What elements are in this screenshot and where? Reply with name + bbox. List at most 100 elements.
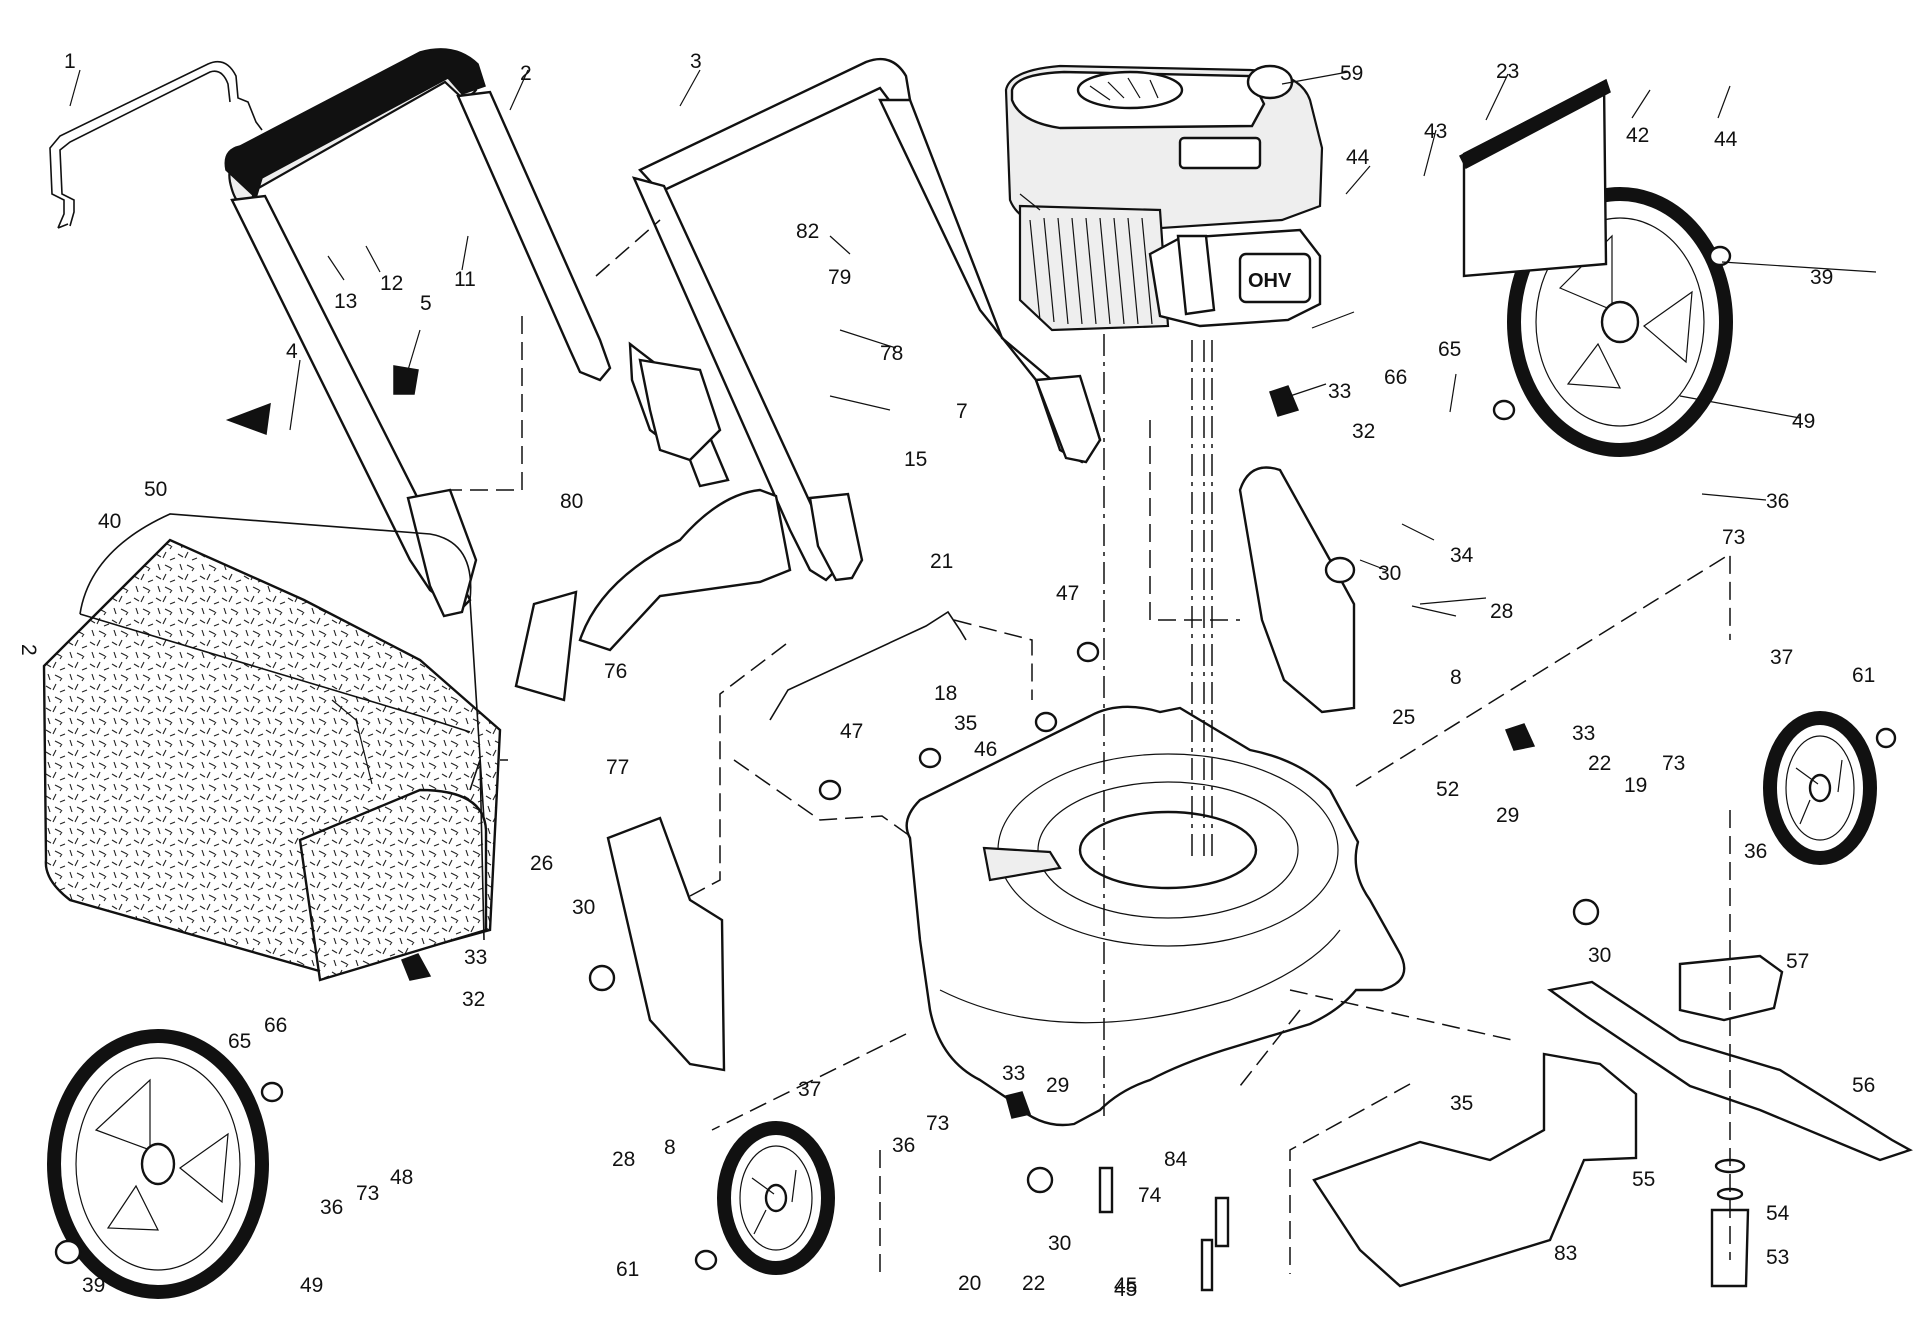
label-28: 28	[612, 1148, 635, 1171]
label-13: 13	[334, 290, 357, 313]
label-5: 5	[420, 292, 432, 315]
label-32: 32	[462, 988, 485, 1011]
label-49: 49	[300, 1274, 323, 1297]
label-77: 77	[606, 756, 629, 779]
label-8: 8	[664, 1136, 676, 1159]
label-54: 54	[1766, 1202, 1790, 1225]
label-65: 65	[1438, 338, 1461, 361]
label-61: 61	[1852, 664, 1875, 687]
label-44: 44	[1346, 146, 1370, 169]
label-1: 1	[64, 50, 76, 73]
label-29: 29	[1496, 804, 1519, 827]
deflector-76	[514, 590, 578, 702]
mower-deck	[905, 705, 1406, 1127]
label-65: 65	[228, 1030, 251, 1053]
label-33: 33	[1002, 1062, 1025, 1085]
label-15: 15	[904, 448, 927, 471]
label-26: 26	[530, 852, 553, 875]
label-35: 35	[1450, 1092, 1473, 1115]
control-bar-inner	[59, 70, 231, 227]
bracket-25	[1238, 466, 1356, 714]
label-25: 25	[1392, 706, 1415, 729]
label-39: 39	[82, 1274, 105, 1297]
label-30: 30	[1588, 944, 1611, 967]
label-82: 82	[796, 220, 819, 243]
label-22: 22	[1022, 1272, 1045, 1295]
label-78: 78	[880, 342, 903, 365]
label-3: 3	[690, 50, 702, 73]
label-40: 40	[98, 510, 121, 533]
label-35: 35	[954, 712, 977, 735]
label-47: 47	[840, 720, 863, 743]
lower-handle	[631, 57, 1102, 582]
part-labels: 1 2 3 59 23 42 44 44 43 12 13 11 82 79 3…	[64, 50, 1875, 1301]
assembly-lines	[450, 219, 1731, 1280]
label-83: 83	[1554, 1242, 1577, 1265]
label-36: 36	[320, 1196, 343, 1219]
wheel-rear-left	[47, 1029, 269, 1299]
upper-handle	[224, 48, 730, 618]
label-84: 84	[1164, 1148, 1188, 1171]
label-49: 49	[1792, 410, 1815, 433]
label-33: 33	[464, 946, 487, 969]
label-55: 55	[1632, 1168, 1655, 1191]
label-28: 28	[1490, 600, 1513, 623]
wheel-front-left	[717, 1121, 835, 1275]
label-23: 23	[1496, 60, 1519, 83]
label-7: 7	[956, 400, 968, 423]
label-73: 73	[356, 1182, 379, 1205]
label-57: 57	[1786, 950, 1809, 973]
label-66: 66	[264, 1014, 287, 1037]
label-46: 46	[974, 738, 997, 761]
label-76: 76	[604, 660, 627, 683]
adapter-57	[1678, 954, 1784, 1022]
label-43: 43	[1424, 120, 1447, 143]
label-11: 11	[454, 268, 476, 291]
engine	[1004, 64, 1324, 332]
label-66: 66	[1384, 366, 1407, 389]
label-80: 80	[560, 490, 583, 513]
label-37: 37	[1770, 646, 1793, 669]
label-32: 32	[1352, 420, 1375, 443]
label-18: 18	[934, 682, 957, 705]
label-39: 39	[1810, 266, 1833, 289]
label-30: 30	[1378, 562, 1401, 585]
label-59: 59	[1340, 62, 1363, 85]
door-bar	[1458, 78, 1611, 170]
label-74: 74	[1138, 1184, 1162, 1207]
label-29: 29	[1046, 1074, 1069, 1097]
label-53: 53	[1766, 1246, 1789, 1269]
label-22: 22	[1588, 752, 1611, 775]
label-44: 44	[1714, 128, 1738, 151]
label-42: 42	[1626, 124, 1649, 147]
label-4: 4	[286, 340, 298, 363]
control-bar	[49, 60, 263, 229]
label-47: 47	[1056, 582, 1079, 605]
label-33: 33	[1328, 380, 1351, 403]
label-52: 52	[1436, 778, 1459, 801]
label-73: 73	[1722, 526, 1745, 549]
leader-lines	[69, 69, 1877, 617]
label-37: 37	[798, 1078, 821, 1101]
label-12: 12	[380, 272, 403, 295]
baffle-83	[1312, 1052, 1638, 1288]
label-79: 79	[828, 266, 851, 289]
grass-chute-80	[578, 488, 792, 652]
label-36: 36	[1766, 490, 1789, 513]
label-73: 73	[926, 1112, 949, 1135]
label-48: 48	[390, 1166, 413, 1189]
hardware	[54, 245, 1897, 1292]
side-mark: 2	[17, 644, 40, 656]
label-45: 45	[1114, 1274, 1137, 1297]
label-36: 36	[1744, 840, 1767, 863]
label-20: 20	[958, 1272, 981, 1295]
engine-badge: OHV	[1248, 270, 1292, 292]
height-rod-21	[769, 610, 967, 721]
label-19: 19	[1624, 774, 1647, 797]
label-50: 50	[144, 478, 167, 501]
grass-catcher	[42, 513, 508, 982]
label-30: 30	[1048, 1232, 1071, 1255]
label-56: 56	[1852, 1074, 1875, 1097]
bracket-26	[606, 816, 726, 1072]
